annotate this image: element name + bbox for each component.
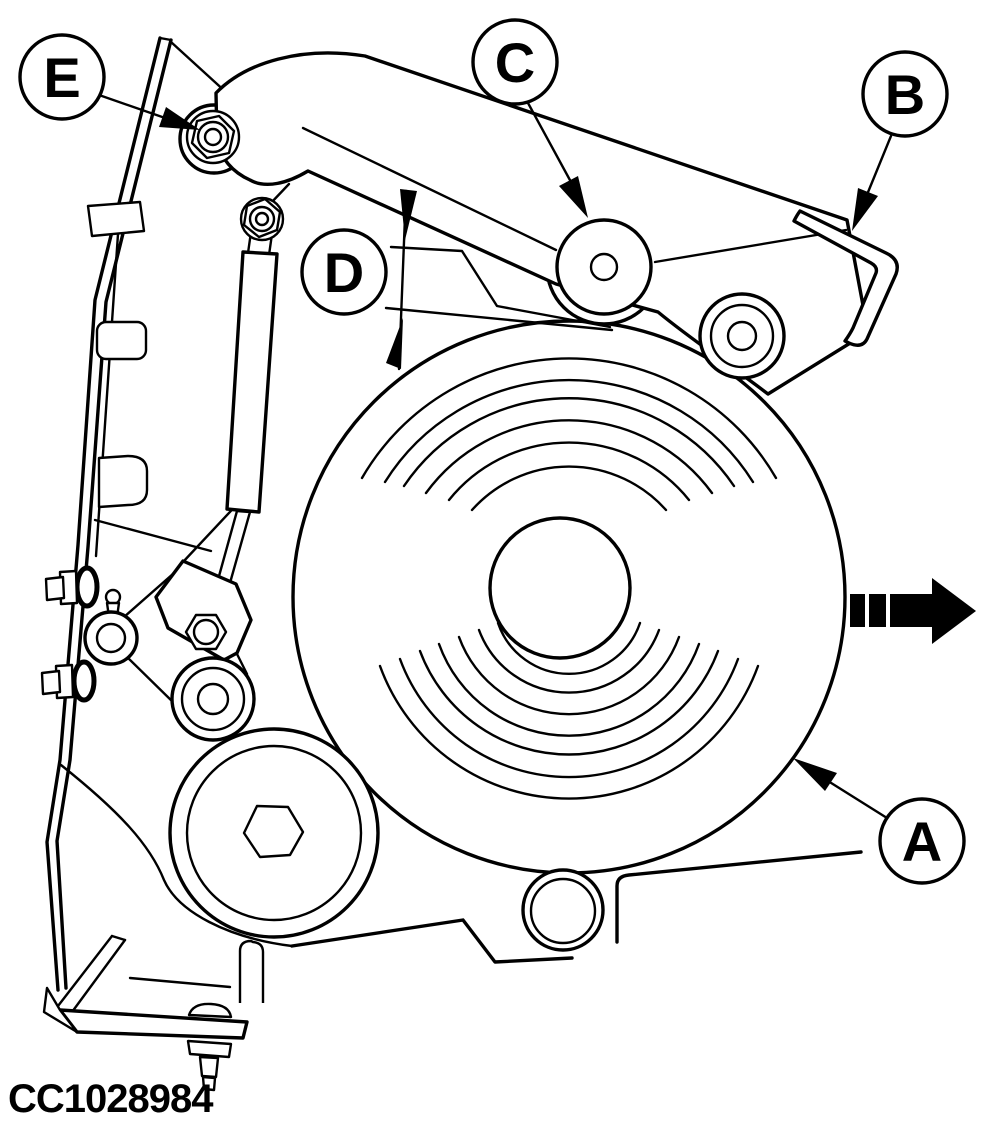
hex-shaft	[242, 804, 305, 859]
callout-e-arrow	[97, 93, 200, 130]
carriage-bolt-flange	[186, 1039, 233, 1059]
upper-idler-pulley	[698, 292, 786, 380]
gas-strut	[214, 230, 279, 592]
arrow-dash-2	[869, 594, 886, 627]
callout-a: A	[878, 797, 966, 885]
drive-pulley-rim	[291, 319, 847, 875]
carriage-bolt-tip	[201, 1075, 217, 1092]
belt-guide-bracket-b	[792, 209, 899, 347]
callout-b-letter: B	[885, 63, 925, 126]
callout-b-bubble	[861, 50, 949, 138]
tensioner-bracket	[154, 559, 253, 662]
pivot-boss	[83, 610, 139, 666]
drive-pulley-top-grooves	[360, 357, 778, 512]
deck-edge-right	[615, 850, 863, 944]
deck-grommet-outer	[521, 868, 605, 952]
gas-strut-body	[225, 250, 279, 514]
pivot-boss-bore	[95, 622, 127, 654]
dimension-arrowhead-top	[400, 189, 417, 240]
figure-code: CC1028984	[8, 1077, 214, 1121]
arm-contour-line-left	[301, 126, 558, 252]
callout-e-letter: E	[43, 46, 80, 109]
callout-c: C	[471, 18, 559, 106]
hex-shaft-pulley	[168, 727, 380, 939]
bolt-head-upper	[44, 575, 66, 602]
callout-c-bubble	[471, 18, 559, 106]
bolt-dome	[187, 1002, 233, 1019]
arrowhead-icon	[852, 188, 878, 231]
idler-c-bore	[589, 252, 619, 282]
rotation-direction-arrow	[850, 578, 976, 644]
arrowhead-icon	[159, 107, 200, 130]
hex-pulley-face	[185, 744, 363, 922]
strut-upper-nut	[239, 196, 285, 242]
callout-e: E	[18, 33, 106, 121]
retainer-clip	[238, 939, 265, 1003]
tensioner-arm-body	[214, 51, 870, 396]
bolt-flange-lower	[71, 659, 97, 703]
frame-strip-to-arm-line	[169, 40, 230, 96]
foot-strap-cap	[110, 934, 127, 942]
chassis-frame	[45, 36, 294, 992]
idler-boss-c	[555, 218, 653, 316]
arrow-dash-1	[850, 594, 865, 627]
frame-rail-top-cap	[158, 36, 173, 42]
tensioner-arm	[214, 51, 870, 396]
tensioner-bracket-plate	[154, 559, 253, 662]
foot-strap-line2	[70, 938, 127, 1014]
frame-notch-upper	[95, 320, 148, 361]
foot-plate-line	[128, 976, 232, 989]
callout-a-letter: A	[902, 810, 942, 873]
tensioner-bracket-nut-bore	[192, 618, 220, 646]
callout-b: B	[861, 50, 949, 138]
pivot-bolt-center	[203, 127, 223, 147]
foot-bracket-assembly	[42, 934, 265, 1092]
callout-e-bubble	[18, 33, 106, 121]
frame-plate-edge	[93, 518, 213, 553]
frame-lower-left-curve	[59, 763, 294, 948]
frame-rail-inner-edge	[55, 38, 173, 990]
carriage-bolt-shank	[198, 1055, 220, 1079]
deck-frame-lines	[290, 850, 863, 964]
callout-d-bubble	[300, 228, 388, 316]
callout-a-arrow	[793, 758, 889, 820]
callout-c-arrow	[526, 101, 588, 218]
drive-pulley	[291, 319, 847, 875]
lower-idler-pulley	[170, 656, 256, 742]
dimension-reference-upper	[389, 245, 612, 329]
drive-pulley-bottom-grooves	[378, 621, 760, 800]
gap-dimension-d	[384, 189, 614, 371]
arrowhead-icon	[793, 758, 837, 791]
arm-contour-line-right	[653, 228, 848, 264]
bolt-flange-upper	[74, 565, 100, 609]
link-bracket-to-pulley	[234, 650, 249, 676]
deck-edge-left	[290, 918, 574, 964]
dimension-arrowhead-bottom	[386, 318, 403, 369]
dimension-reference-lower	[384, 306, 614, 332]
frame-rail-outer-edge	[45, 36, 162, 992]
arrow-body	[890, 594, 932, 627]
callout-b-arrow	[852, 134, 893, 231]
foot-strap-line1	[56, 934, 114, 1008]
callout-a-bubble	[878, 797, 966, 885]
link-boss-to-pulley	[125, 655, 179, 708]
callout-d-letter: D	[324, 241, 364, 304]
arrow-head	[932, 578, 976, 644]
drive-pulley-hub	[488, 516, 632, 660]
frame-notch-lower	[97, 454, 149, 509]
callout-c-letter: C	[495, 31, 535, 94]
arrowhead-icon	[559, 176, 588, 218]
pivot-bolt-e	[185, 109, 241, 165]
deck-grommet-inner	[529, 877, 597, 945]
bolt-head-lower	[40, 669, 62, 696]
strut-nut-center	[254, 211, 270, 227]
callout-d: D	[300, 228, 388, 316]
frame-tab	[86, 200, 146, 238]
foot-flap	[42, 986, 79, 1034]
frame-mounting-bolts	[40, 565, 100, 703]
